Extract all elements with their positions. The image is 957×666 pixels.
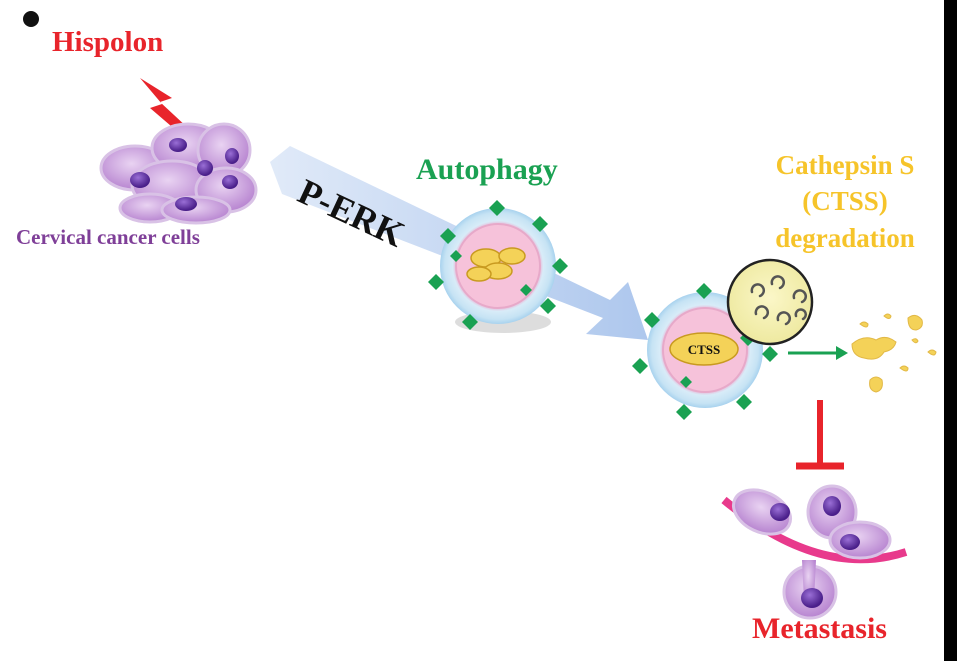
metastasis-label: Metastasis bbox=[752, 612, 887, 645]
lysosome bbox=[726, 258, 814, 346]
right-border bbox=[944, 0, 957, 661]
degraded-ctss-fragments bbox=[851, 313, 937, 393]
cervical-cancer-cells-cluster bbox=[99, 122, 258, 225]
hispolon-label: Hispolon bbox=[52, 26, 164, 58]
metastasis-cells bbox=[721, 484, 908, 620]
ctss-degradation-line2: (CTSS) bbox=[802, 186, 888, 217]
ctss-box-label: CTSS bbox=[688, 342, 721, 357]
cervical-cancer-cells-label: Cervical cancer cells bbox=[16, 225, 200, 249]
ctss-degradation-line1: Cathepsin S bbox=[775, 150, 915, 180]
ctss-degradation-line3: degradation bbox=[775, 222, 915, 253]
degradation-arrow bbox=[788, 346, 848, 360]
corner-dot bbox=[23, 11, 39, 27]
ctss-degradation-label: Cathepsin S (CTSS) degradation bbox=[750, 147, 940, 256]
inhibition-symbol bbox=[796, 400, 844, 470]
autophagosome bbox=[428, 200, 568, 333]
autophagy-label: Autophagy bbox=[416, 153, 558, 186]
lightning-bolt-icon bbox=[140, 78, 196, 152]
